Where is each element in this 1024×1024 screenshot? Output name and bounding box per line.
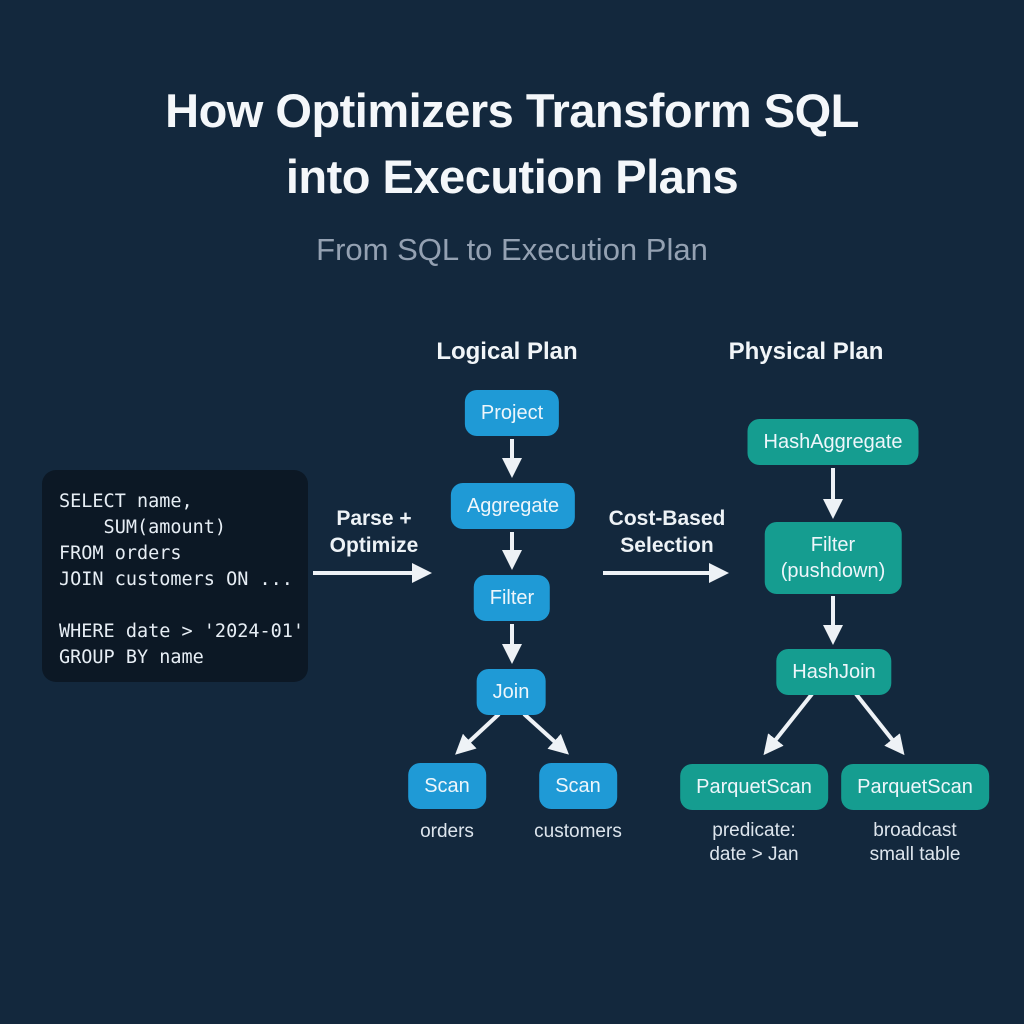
node-hashaggregate: HashAggregate	[747, 419, 919, 465]
page-subtitle: From SQL to Execution Plan	[316, 232, 708, 267]
leaf-label-customers: customers	[534, 821, 622, 842]
page-title: How Optimizers Transform SQL into Execut…	[0, 78, 1024, 210]
node-parquetscan-right: ParquetScan	[841, 764, 989, 810]
leaf-label-orders: orders	[420, 821, 474, 842]
node-parquetscan-left: ParquetScan	[680, 764, 828, 810]
parse-optimize-label: Parse + Optimize	[330, 505, 419, 559]
node-aggregate: Aggregate	[450, 483, 576, 529]
leaf-label-broadcast-line-2: small table	[869, 844, 961, 865]
node-filter-pushdown: Filter (pushdown)	[764, 522, 902, 594]
arrow-hashjoin-parquetscan-left	[763, 692, 814, 756]
physical-plan-heading: Physical Plan	[728, 338, 884, 365]
arrow-join-scan-right	[522, 712, 569, 755]
node-filter: Filter	[473, 575, 551, 621]
leaf-label-predicate-line-2: date > Jan	[709, 844, 799, 865]
leaf-label-broadcast: broadcast small table	[870, 819, 961, 867]
node-scan-customers: Scan	[539, 763, 617, 809]
cost-based-line-2: Selection	[620, 534, 714, 557]
leaf-label-predicate: predicate: date > Jan	[709, 819, 798, 867]
logical-plan-heading: Logical Plan	[436, 338, 578, 365]
node-scan-orders: Scan	[408, 763, 486, 809]
sql-code-box: SELECT name, SUM(amount) FROM orders JOI…	[42, 470, 308, 682]
parse-optimize-line-2: Optimize	[329, 534, 419, 557]
page-title-line-2: into Execution Plans	[285, 150, 739, 203]
page-title-line-1: How Optimizers Transform SQL	[165, 84, 859, 137]
arrow-join-scan-left	[455, 712, 501, 755]
node-project: Project	[464, 390, 560, 436]
node-join: Join	[476, 669, 546, 715]
node-hashjoin: HashJoin	[776, 649, 892, 695]
node-filter-pushdown-line-1: Filter	[810, 534, 856, 556]
leaf-label-predicate-line-1: predicate:	[712, 820, 796, 841]
leaf-label-broadcast-line-1: broadcast	[873, 820, 957, 841]
sql-code-text: SELECT name, SUM(amount) FROM orders JOI…	[59, 491, 305, 668]
cost-based-line-1: Cost-Based	[608, 507, 726, 530]
node-filter-pushdown-line-2: (pushdown)	[780, 560, 886, 582]
parse-optimize-line-1: Parse +	[336, 507, 412, 530]
arrow-hashjoin-parquetscan-right	[854, 692, 905, 756]
cost-based-selection-label: Cost-Based Selection	[609, 505, 726, 559]
